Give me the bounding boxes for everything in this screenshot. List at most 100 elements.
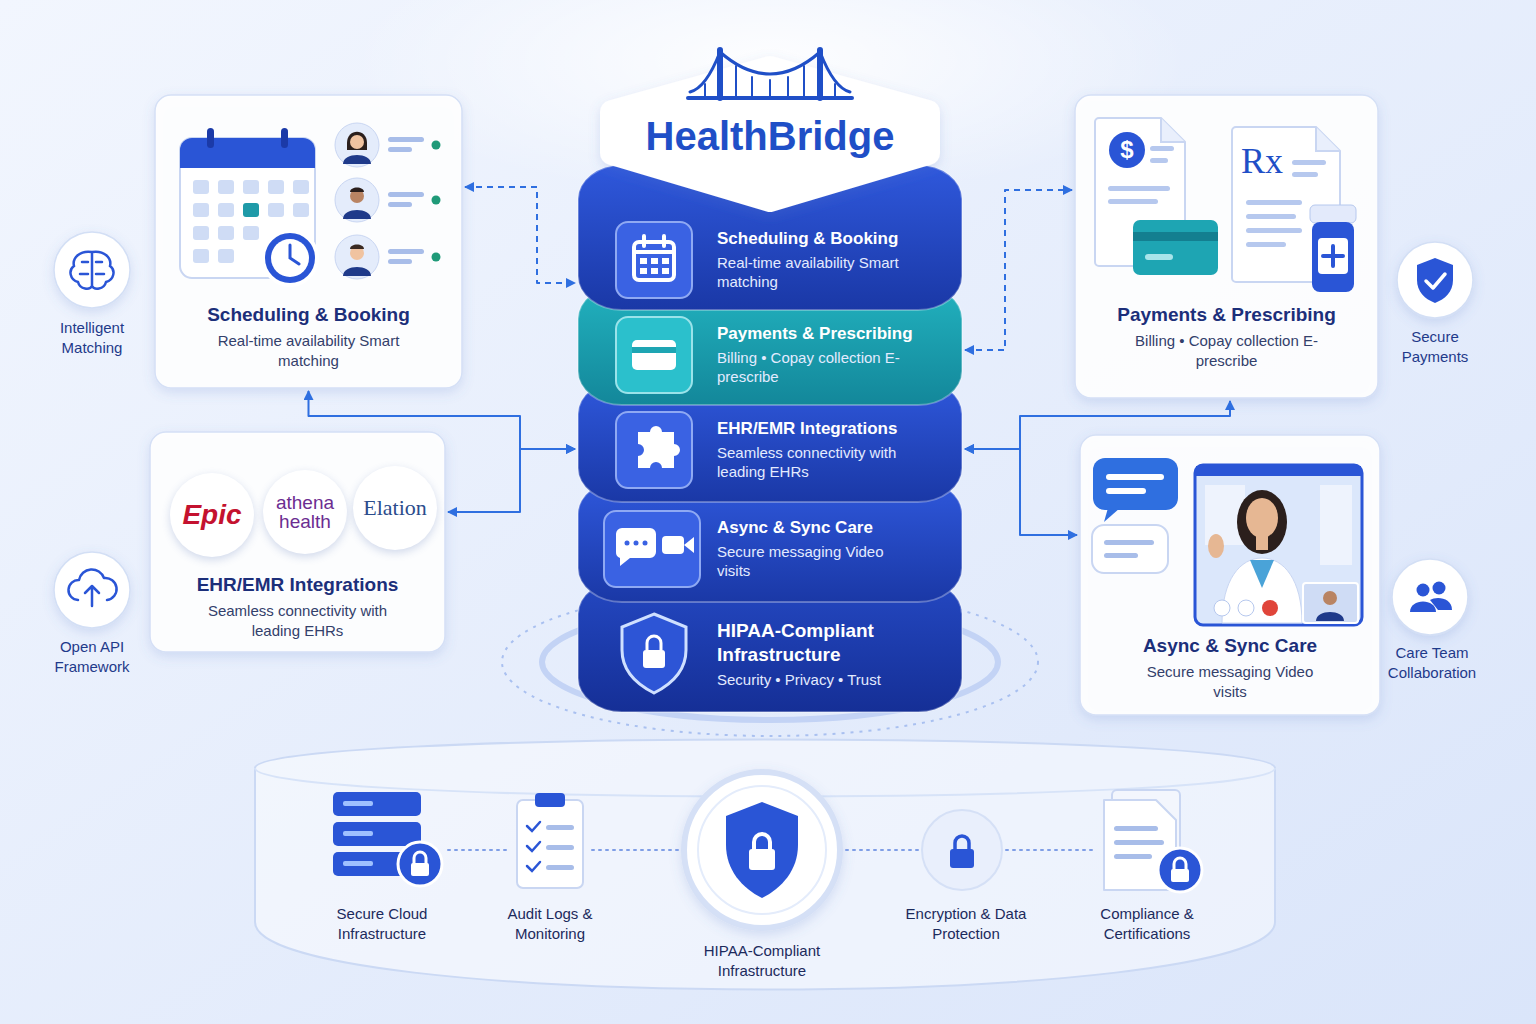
- server-icon: [333, 792, 421, 816]
- care-illustration: [1208, 534, 1224, 558]
- avatar-list: [335, 123, 441, 279]
- layer-icon: [616, 412, 692, 488]
- node-body: Seamless connectivity with leading EHRs: [717, 443, 912, 482]
- cloud-icon: [85, 586, 99, 606]
- avatar-list: [388, 192, 424, 197]
- layer-icon: [622, 614, 686, 693]
- stack-layer: EHR/EMR IntegrationsSeamless connectivit…: [578, 402, 962, 498]
- cloud-icon: [68, 569, 116, 606]
- layer-icon: [684, 537, 694, 553]
- layer-icon: [651, 268, 658, 274]
- hipaa-shield: [754, 834, 770, 850]
- prescription-illustration: [1246, 242, 1286, 247]
- layer-icon: [651, 258, 658, 264]
- prescription-illustration: [1312, 222, 1354, 292]
- rx-symbol: Rx: [1232, 141, 1292, 181]
- calendar-illustration: [293, 203, 309, 217]
- documents-icon: [1158, 848, 1202, 892]
- brain-icon: [71, 252, 114, 289]
- hipaa-shield: [749, 849, 775, 870]
- prescription-illustration: [1316, 127, 1340, 151]
- node-heading: Payments & Prescribing: [1117, 303, 1336, 327]
- calendar-illustration: [180, 128, 317, 285]
- base-label: Secure Cloud Infrastructure: [307, 904, 457, 943]
- lock-icon: [955, 836, 969, 850]
- connector-arrow: [448, 449, 575, 512]
- logo-badge: [688, 50, 852, 98]
- calendar-illustration: [243, 226, 259, 240]
- prescription-illustration: [1246, 200, 1302, 205]
- stack-layer: HIPAA-Compliant InfrastructureSecurity •…: [578, 600, 962, 708]
- calendar-illustration: [281, 128, 288, 148]
- care-illustration: [1303, 583, 1358, 623]
- stack-layer-shape: [578, 165, 962, 712]
- layer-icon: [640, 258, 647, 264]
- billing-illustration: [1095, 118, 1218, 275]
- logo-text: Epic: [182, 499, 241, 531]
- logo-text: athena health: [273, 493, 337, 531]
- base-label: Compliance & Certifications: [1077, 904, 1217, 943]
- avatar-list: [388, 249, 424, 254]
- node-heading: Async & Sync Care: [1143, 634, 1317, 658]
- billing-illustration: [1108, 199, 1158, 204]
- billing-illustration: [1133, 232, 1218, 241]
- base-label: HIPAA-Compliant Infrastructure: [682, 941, 842, 980]
- care-illustration: [1238, 600, 1254, 616]
- layer-icon: [643, 541, 648, 546]
- connector-arrow: [465, 187, 575, 283]
- server-icon: [398, 842, 442, 886]
- feature-circle: [54, 232, 130, 308]
- logo-text: Elation: [363, 495, 427, 521]
- feature-label: Intelligent Matching: [37, 318, 147, 357]
- connector-arrow: [965, 401, 1230, 449]
- layer-icon: [632, 347, 676, 353]
- calendar-illustration: [243, 180, 259, 194]
- feature-label: Care Team Collaboration: [1370, 643, 1495, 682]
- layer-icon: [632, 340, 676, 370]
- avatar-list: [350, 245, 364, 250]
- documents-icon: [1114, 826, 1164, 859]
- avatar-list: [335, 123, 379, 167]
- feature-panel-bg: [155, 95, 462, 388]
- billing-illustration: [1108, 146, 1174, 204]
- avatar-list: [388, 147, 412, 152]
- care-illustration: [1104, 553, 1138, 558]
- documents-icon: [1114, 854, 1152, 859]
- base-label: Encryption & Data Protection: [904, 904, 1029, 943]
- logo-badge: [705, 66, 835, 98]
- avatar-list: [350, 188, 364, 193]
- server-icon: [343, 831, 373, 836]
- avatar-list: [343, 155, 371, 164]
- care-illustration: [1195, 465, 1362, 625]
- calendar-illustration: [290, 245, 299, 264]
- server-icon: [411, 863, 429, 876]
- feature-panel: EHR/EMR IntegrationsSeamless connectivit…: [150, 432, 445, 652]
- ehr-logo: Elation: [353, 466, 437, 550]
- feature-circle: [1397, 242, 1473, 318]
- avatar-list: [347, 132, 367, 150]
- lock-icon: [922, 810, 1002, 890]
- node-body: Seamless connectivity with leading EHRs: [200, 601, 395, 640]
- care-illustration: [1320, 485, 1352, 565]
- layer-icon: [634, 242, 674, 280]
- care-illustration: [1106, 488, 1146, 494]
- node-heading: HIPAA-Compliant Infrastructure: [717, 619, 948, 667]
- prescription-illustration: [1292, 172, 1318, 177]
- node-body: Real-time availability Smart matching: [211, 331, 406, 370]
- clipboard-icon: [546, 865, 574, 870]
- avatar-list: [388, 137, 424, 142]
- lock-icon: [950, 849, 974, 868]
- calendar-illustration: [193, 180, 209, 194]
- care-illustration: [1104, 540, 1154, 545]
- billing-illustration: [1145, 254, 1173, 260]
- layer-icon: [616, 222, 692, 298]
- avatar-list: [335, 235, 379, 279]
- layer-icon: [640, 258, 669, 274]
- people-icon: [1410, 602, 1436, 613]
- connector-arrow: [965, 449, 1077, 535]
- avatar-list: [388, 202, 412, 207]
- layer-icon: [616, 317, 692, 393]
- node-heading: Scheduling & Booking: [207, 303, 410, 327]
- care-illustration: [1256, 534, 1268, 550]
